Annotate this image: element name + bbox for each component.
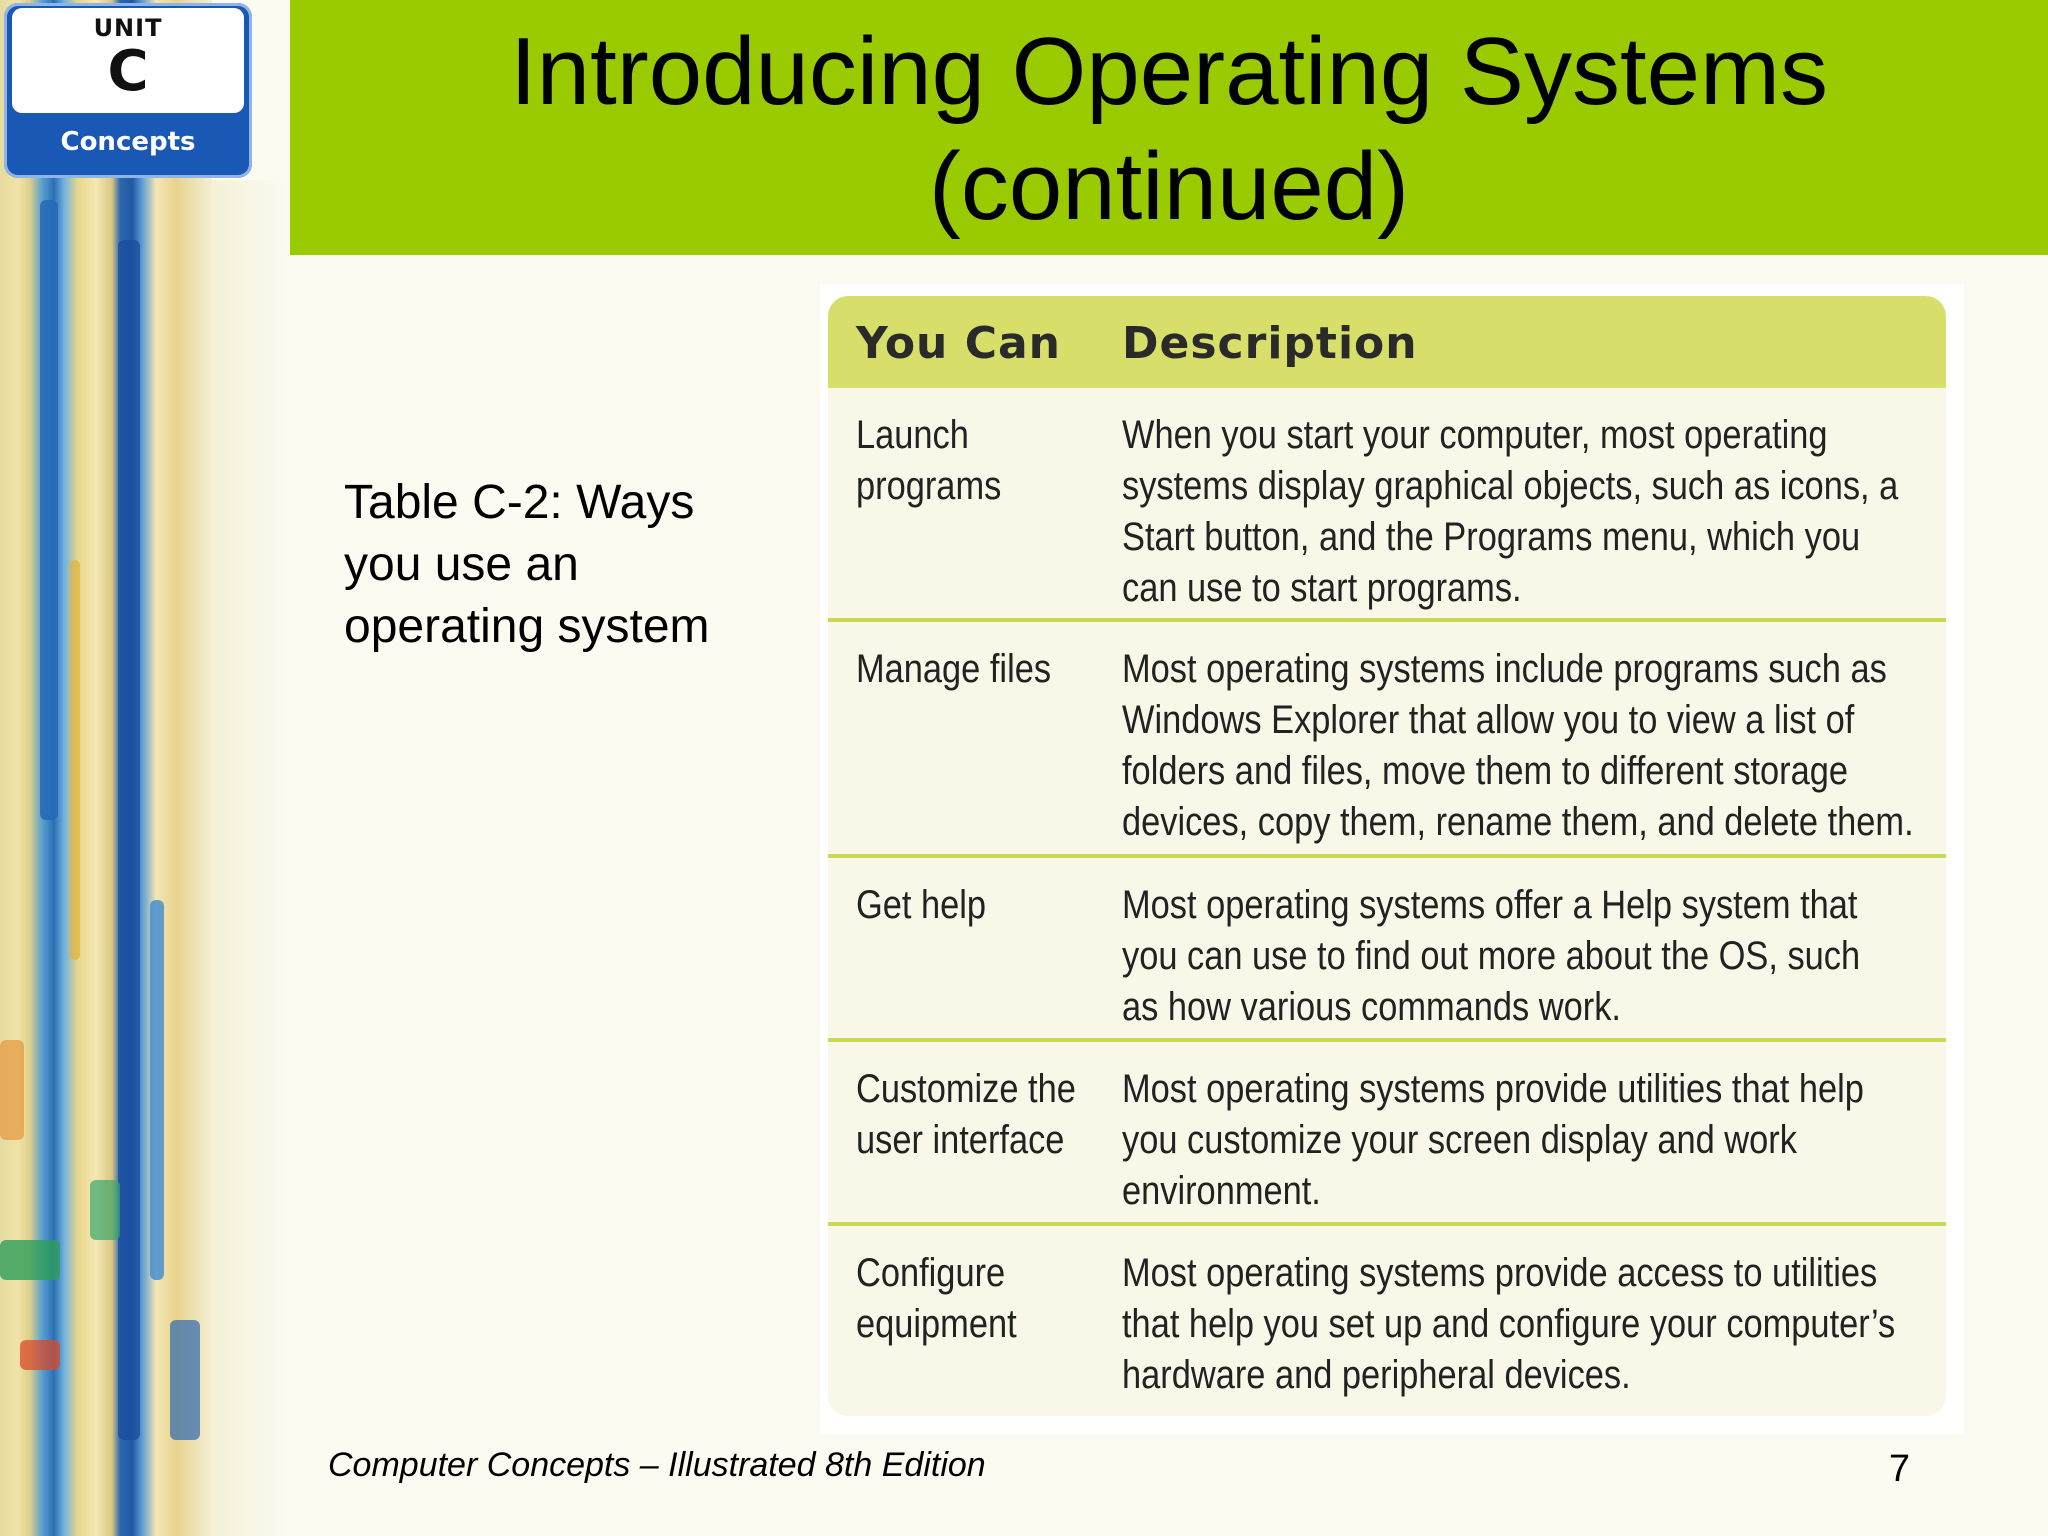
- page-number: 7: [1888, 1448, 1910, 1490]
- cell-text: Most operating systems provide utilities…: [1122, 1067, 1864, 1111]
- table-caption: Table C-2: Ways you use an operating sys…: [344, 472, 764, 658]
- cell-text: Most operating systems provide access to…: [1122, 1251, 1878, 1295]
- cell-text: systems display graphical objects, such …: [1122, 464, 1899, 508]
- cell-text: can use to start programs.: [1122, 566, 1522, 610]
- cell-text: you customize your screen display and wo…: [1122, 1118, 1797, 1162]
- cell-you-can: Customize the user interface: [856, 1064, 1105, 1166]
- cell-text: programs: [856, 464, 1002, 508]
- cell-text: Windows Explorer that allow you to view …: [1122, 698, 1855, 742]
- table-figure: You Can Description Launch programs When…: [820, 284, 1964, 1434]
- title-bar: Introducing Operating Systems (continued…: [290, 0, 2048, 255]
- unit-badge: UNIT C Concepts: [4, 3, 252, 178]
- cell-description: Most operating systems provide access to…: [1122, 1248, 1932, 1401]
- cell-you-can: Configure equipment: [856, 1248, 1105, 1350]
- cell-text: Get help: [856, 883, 987, 927]
- table-row: Customize the user interface Most operat…: [828, 1042, 1946, 1226]
- cell-text: hardware and peripheral devices.: [1122, 1353, 1631, 1397]
- cell-text: that help you set up and configure your …: [1122, 1302, 1896, 1346]
- decorative-artwork-strip: [0, 0, 212, 1536]
- cell-text: When you start your computer, most opera…: [1122, 413, 1828, 457]
- cell-text: devices, copy them, rename them, and del…: [1122, 800, 1914, 844]
- unit-letter: C: [107, 39, 149, 104]
- cell-text: Manage files: [856, 647, 1052, 691]
- unit-label: UNIT: [93, 14, 163, 42]
- cell-text: user interface: [856, 1118, 1065, 1162]
- caption-line-2: you use an: [344, 538, 579, 591]
- cell-text: as how various commands work.: [1122, 985, 1621, 1029]
- cell-description: Most operating systems include programs …: [1122, 644, 1932, 848]
- cell-text: Most operating systems include programs …: [1122, 647, 1887, 691]
- table-header-row: You Can Description: [828, 296, 1946, 388]
- cell-text: Start button, and the Programs menu, whi…: [1122, 515, 1861, 559]
- cell-text: Launch: [856, 413, 969, 457]
- cell-you-can: Get help: [856, 880, 1105, 931]
- cell-text: equipment: [856, 1302, 1017, 1346]
- slide-title: Introducing Operating Systems (continued…: [290, 14, 2048, 244]
- unit-subtitle: Concepts: [60, 127, 196, 157]
- cell-description: Most operating systems provide utilities…: [1122, 1064, 1932, 1217]
- table-row: Manage files Most operating systems incl…: [828, 622, 1946, 858]
- cell-text: Customize the: [856, 1067, 1076, 1111]
- cell-description: When you start your computer, most opera…: [1122, 410, 1932, 614]
- cell-text: environment.: [1122, 1169, 1321, 1213]
- slide-title-line-2: (continued): [928, 133, 1410, 240]
- caption-line-1: Table C-2: Ways: [344, 476, 695, 529]
- cell-text: Configure: [856, 1251, 1006, 1295]
- cell-you-can: Launch programs: [856, 410, 1105, 512]
- table-row: Get help Most operating systems offer a …: [828, 858, 1946, 1042]
- os-uses-table: You Can Description Launch programs When…: [828, 296, 1946, 1416]
- cell-description: Most operating systems offer a Help syst…: [1122, 880, 1932, 1033]
- slide-title-line-1: Introducing Operating Systems: [510, 18, 1828, 125]
- caption-line-3: operating system: [344, 600, 710, 653]
- cell-text: folders and files, move them to differen…: [1122, 749, 1848, 793]
- unit-badge-panel: UNIT C: [12, 8, 244, 113]
- cell-you-can: Manage files: [856, 644, 1105, 695]
- column-header-description: Description: [1122, 318, 1418, 369]
- cell-text: you can use to find out more about the O…: [1122, 934, 1861, 978]
- table-row: Configure equipment Most operating syste…: [828, 1226, 1946, 1416]
- table-row: Launch programs When you start your comp…: [828, 388, 1946, 622]
- footer-edition: Computer Concepts – Illustrated 8th Edit…: [328, 1446, 986, 1484]
- artwork-fade: [212, 180, 288, 1536]
- column-header-you-can: You Can: [856, 318, 1061, 369]
- cell-text: Most operating systems offer a Help syst…: [1122, 883, 1858, 927]
